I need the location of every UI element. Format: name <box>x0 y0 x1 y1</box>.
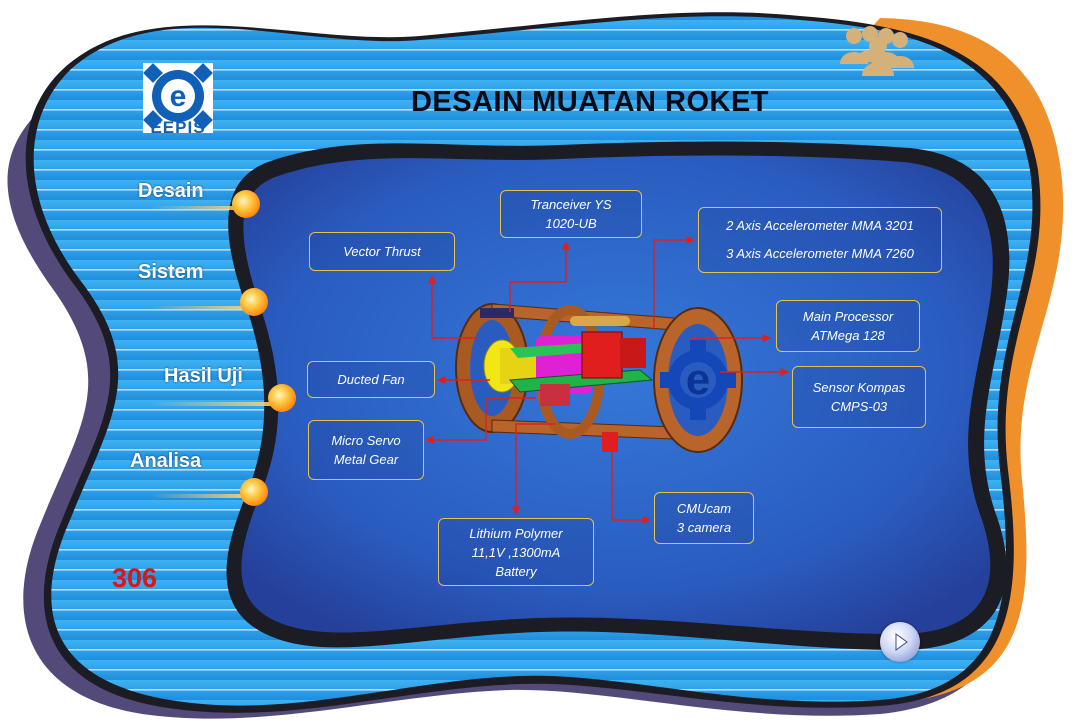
nav-swoosh <box>150 306 246 310</box>
nav-swoosh <box>150 494 246 498</box>
nav-swoosh <box>150 206 240 210</box>
nav-swoosh <box>150 402 274 406</box>
nav-item-sistem[interactable]: Sistem <box>138 261 204 283</box>
page-title: DESAIN MUATAN ROKET <box>410 86 770 118</box>
arrow-tranceiver <box>509 241 571 312</box>
play-next-icon <box>895 633 908 651</box>
arrow-accelerometer <box>653 235 695 330</box>
label-sensor-kompas: Sensor Kompas CMPS-03 <box>792 366 926 428</box>
nav-orb-analisa[interactable] <box>240 478 268 506</box>
label-accelerometer: 2 Axis Accelerometer MMA 3201 3 Axis Acc… <box>698 207 942 273</box>
label-battery: Lithium Polymer 11,1V ,1300mA Battery <box>438 518 594 586</box>
arrow-vector-thrust <box>427 275 478 339</box>
label-tranceiver: Tranceiver YS 1020-UB <box>500 190 642 238</box>
label-main-processor: Main Processor ATMega 128 <box>776 300 920 352</box>
label-cmucam: CMUcam 3 camera <box>654 492 754 544</box>
rocket-payload-illustration: e <box>455 303 743 453</box>
svg-text:e: e <box>686 355 710 404</box>
nav-orb-sistem[interactable] <box>240 288 268 316</box>
arrow-battery <box>511 423 556 515</box>
nav-item-analisa[interactable]: Analisa <box>130 450 202 472</box>
svg-text:e: e <box>170 80 187 113</box>
nav-orb-hasil-uji[interactable] <box>268 384 296 412</box>
label-ducted-fan: Ducted Fan <box>307 361 435 398</box>
nav-orb-desain[interactable] <box>232 190 260 218</box>
next-button[interactable] <box>880 622 920 662</box>
arrow-servo <box>425 397 536 445</box>
people-group-icon <box>840 26 914 76</box>
eepis-gear-logo-icon: e <box>143 63 213 133</box>
nav-item-hasil-uji[interactable]: Hasil Uji <box>164 365 243 387</box>
label-micro-servo: Micro Servo Metal Gear <box>308 420 424 480</box>
logo-text: EEPIS <box>150 118 206 137</box>
arrow-camera <box>611 452 651 525</box>
page-number: 306 <box>112 563 158 593</box>
label-vector-thrust: Vector Thrust <box>309 232 455 271</box>
nav-item-desain[interactable]: Desain <box>138 180 204 202</box>
